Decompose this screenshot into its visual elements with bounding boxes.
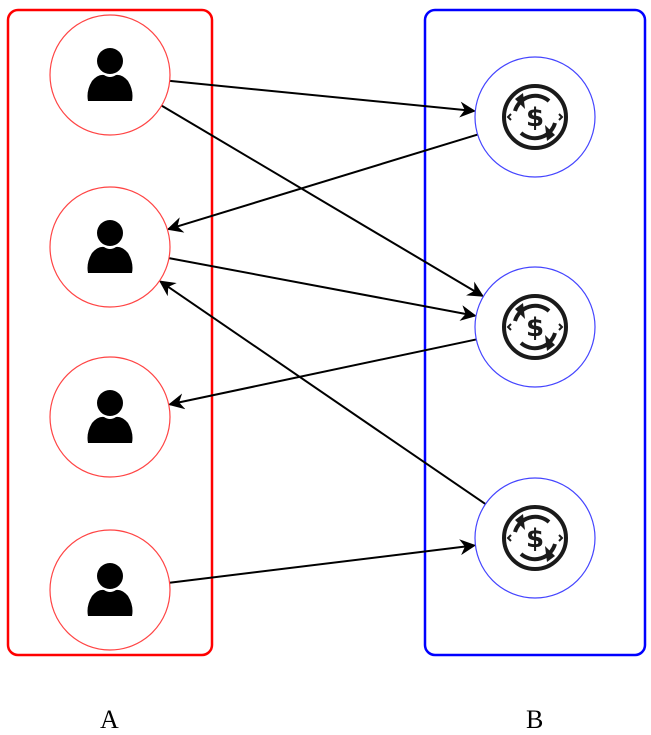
- node-circle: [49, 14, 171, 136]
- node-circle: [49, 529, 171, 651]
- node-a2: [49, 186, 171, 308]
- group-a-label: A: [100, 705, 119, 734]
- group-a-box: [6, 8, 214, 657]
- node-a3: [49, 356, 171, 478]
- group-b-box: [423, 8, 647, 657]
- edge-a1-to-b2: [161, 104, 484, 297]
- edge-a1-to-b1: [169, 79, 476, 118]
- node-b1: [474, 56, 596, 178]
- edge-b3-to-a2: [159, 280, 487, 505]
- edge-b2-to-a3: [168, 338, 477, 410]
- group-b-label: B: [526, 705, 544, 734]
- node-b3: [474, 477, 596, 599]
- node-circle: [49, 356, 171, 478]
- edge-b1-to-a2: [166, 133, 478, 233]
- node-circle: [49, 186, 171, 308]
- node-b2: [474, 266, 596, 388]
- node-a1: [49, 14, 171, 136]
- edge-a4-to-b3: [169, 539, 477, 584]
- node-a4: [49, 529, 171, 651]
- edge-a2-to-b2: [168, 257, 477, 321]
